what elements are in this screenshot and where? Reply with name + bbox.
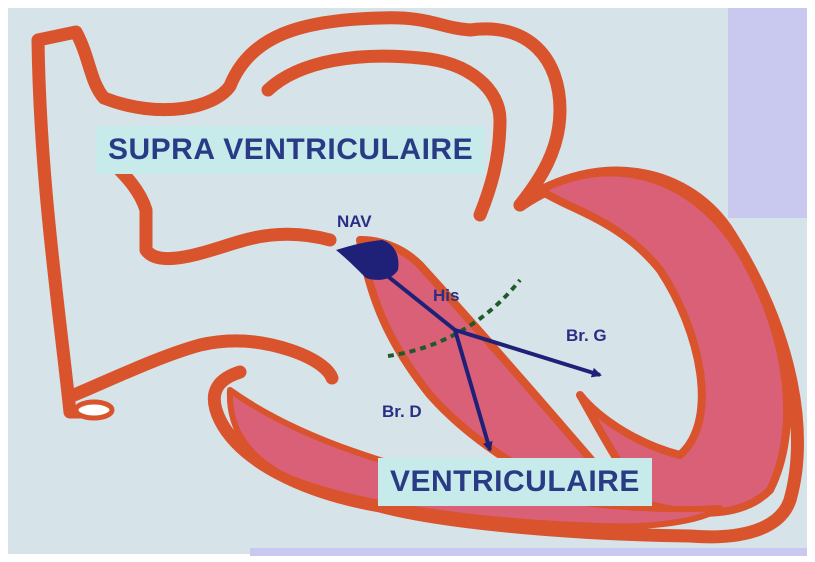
vessel-opening — [76, 402, 112, 418]
supra-ventricular-label: SUPRA VENTRICULAIRE — [96, 126, 485, 174]
av-node-icon — [336, 240, 398, 280]
right-branch-label: Br. D — [382, 402, 422, 422]
his-label: His — [433, 286, 459, 306]
septum-upper-wall — [110, 160, 330, 259]
inferior-vessel-wall — [74, 341, 332, 395]
ventricular-label: VENTRICULAIRE — [378, 458, 652, 506]
left-branch-label: Br. G — [566, 326, 607, 346]
nav-label: NAV — [337, 212, 372, 232]
